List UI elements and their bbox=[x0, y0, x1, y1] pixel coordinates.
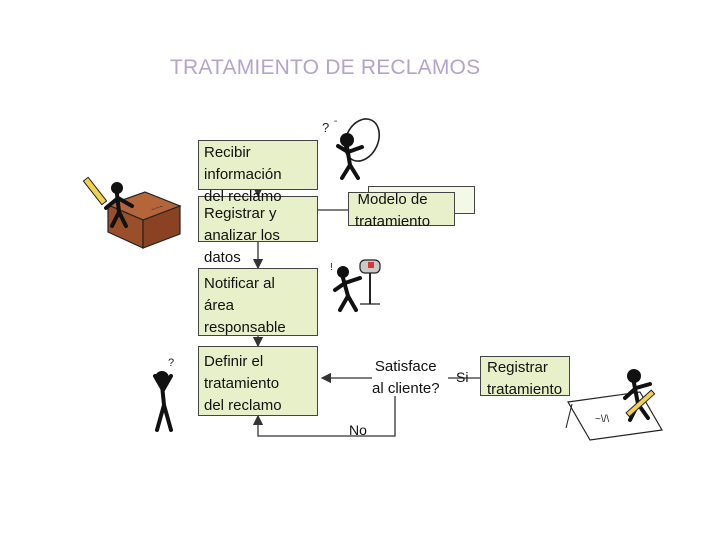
page-title: TRATAMIENTO DE RECLAMOS bbox=[170, 56, 481, 79]
no-label: No bbox=[349, 422, 367, 438]
si-label: Si bbox=[456, 369, 469, 385]
step-recibir-label: Recibir información del reclamo bbox=[204, 144, 282, 205]
mailbox-figure-icon: ! bbox=[330, 259, 381, 312]
thinking-figure-icon: ? - bbox=[322, 116, 381, 180]
svg-text:?: ? bbox=[322, 120, 329, 135]
step-recibir-box bbox=[198, 140, 318, 190]
step-registrar-box bbox=[198, 196, 318, 242]
svg-text:~\/\: ~\/\ bbox=[595, 414, 609, 425]
modelo-label: Modelo de tratamiento bbox=[355, 191, 431, 230]
svg-text:~~~: ~~~ bbox=[150, 203, 164, 213]
registrar-tratamiento-box bbox=[480, 356, 570, 396]
satisface-label: Satisface al cliente? bbox=[372, 358, 440, 397]
svg-text:-: - bbox=[334, 116, 337, 127]
step-definir-box bbox=[198, 346, 318, 416]
connectors bbox=[252, 186, 480, 437]
svg-text:?: ? bbox=[168, 357, 174, 369]
svg-text:!: ! bbox=[330, 262, 333, 273]
writing-box-figure-icon: ~~~ bbox=[82, 176, 182, 249]
registrar-tratamiento-label: Registrar tratamiento bbox=[487, 359, 563, 398]
modelo-box bbox=[348, 192, 455, 226]
step-notificar-box bbox=[198, 268, 318, 336]
confused-figure-icon: ? bbox=[153, 357, 174, 432]
step-notificar-label: Notificar al área responsable bbox=[204, 275, 286, 336]
signing-figure-icon: ~\/\ bbox=[565, 369, 663, 441]
connector-no-loop bbox=[252, 396, 396, 437]
step-definir-label: Definir el tratamiento del reclamo bbox=[204, 353, 282, 414]
step-registrar-label: Registrar y analizar los datos bbox=[204, 205, 280, 266]
